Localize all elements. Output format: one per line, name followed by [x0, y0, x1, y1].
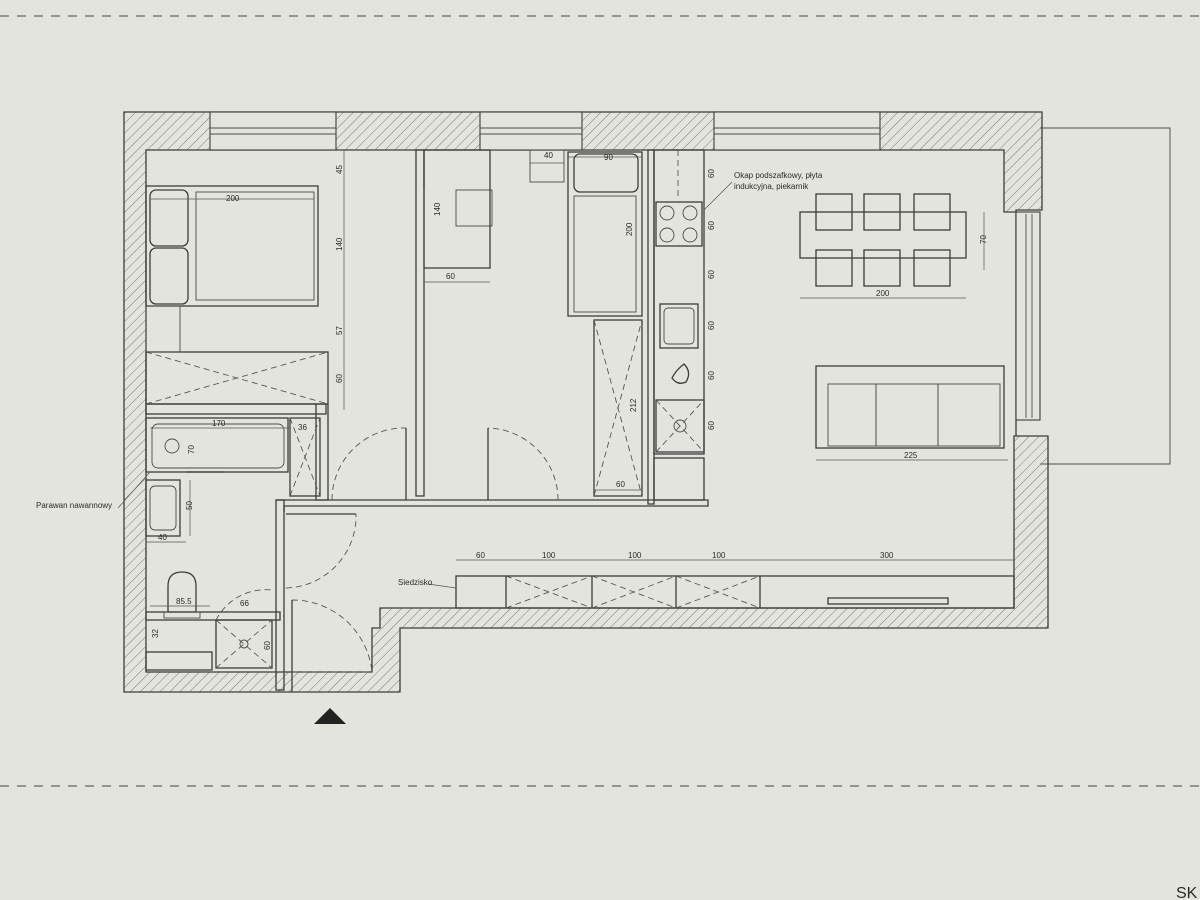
toilet [167, 571, 197, 613]
dim-wc-distance: 85.5 [176, 597, 192, 606]
dim-bench-2: 100 [542, 551, 556, 560]
bench-cabinets [455, 575, 1015, 609]
dim-kid-bed-length: 200 [625, 222, 634, 236]
dim-table-width: 200 [876, 289, 890, 298]
shower-tray [215, 619, 273, 669]
dim-wardrobe: 60 [335, 374, 344, 383]
dim-bath-end: 36 [298, 423, 307, 432]
balcony-outline [1040, 127, 1171, 465]
induction-hob [655, 201, 703, 247]
dishwasher [655, 399, 705, 453]
entry-arrow [314, 708, 346, 724]
dim-kitchen-1: 60 [707, 169, 716, 178]
bench-label: Siedzisko [398, 578, 433, 587]
dim-desk-depth: 60 [446, 272, 455, 281]
dim-bench-5: 300 [880, 551, 894, 560]
hood-note-line1: Okap podszafkowy, płyta [734, 171, 823, 180]
exterior-walls [123, 111, 1049, 693]
kids-room: 40 140 60 90 200 60 212 [423, 149, 643, 497]
dim-bench-3: 100 [628, 551, 642, 560]
window-living [713, 111, 881, 151]
bathroom: 170 70 36 50 40 85.5 32 66 60 [145, 417, 321, 671]
door-bedroom-swing [331, 427, 407, 501]
doors [285, 427, 559, 724]
window-kids-room [479, 111, 583, 151]
dim-sofa-length: 225 [904, 451, 918, 460]
double-bed [145, 185, 319, 307]
dim-bed-wardrobe: 57 [335, 326, 344, 335]
pillow-left [149, 189, 189, 247]
dim-sink-width: 40 [158, 533, 167, 542]
tap-icon [671, 363, 690, 384]
dim-shower-depth: 60 [263, 641, 272, 650]
dim-bed-width: 200 [226, 194, 240, 203]
dim-table-depth: 70 [979, 235, 988, 244]
dining-table [799, 211, 967, 259]
dim-kid-bed-width: 90 [604, 153, 613, 162]
dim-wc-wall: 32 [151, 629, 160, 638]
dim-bed-top: 45 [335, 165, 344, 174]
kitchen-sink [659, 303, 699, 349]
shower-screen-label: Parawan nawannowy [36, 501, 112, 510]
dim-desk-side: 140 [433, 202, 442, 216]
bedroom: 200 45 140 57 60 [145, 150, 345, 410]
pillow-right [149, 247, 189, 305]
dining-chairs [815, 193, 951, 287]
shelf [529, 149, 565, 183]
bath-end-shelf [289, 417, 321, 497]
dim-kitchen-2: 60 [707, 221, 716, 230]
wardrobe-kids [593, 319, 643, 497]
wardrobe-bedroom [145, 351, 329, 405]
kid-pillow [573, 153, 639, 193]
hood-note-line2: indukcyjna, piekarnik [734, 182, 809, 191]
door-kids-swing [487, 427, 559, 501]
balcony-door [1015, 211, 1041, 421]
washbasin [145, 479, 181, 537]
window-bedroom [209, 111, 337, 151]
dim-bench-1: 60 [476, 551, 485, 560]
dim-bath-length: 170 [212, 419, 226, 428]
kitchen-counter [653, 149, 705, 455]
dim-sink-depth: 50 [185, 501, 194, 510]
dim-bath-width: 70 [187, 445, 196, 454]
dim-kitchen-3: 60 [707, 270, 716, 279]
dim-kitchen-5: 60 [707, 371, 716, 380]
dim-kitchen-4: 60 [707, 321, 716, 330]
desk-chair [455, 189, 493, 227]
dim-bench-4: 100 [712, 551, 726, 560]
door-entry-swing [291, 599, 373, 673]
fridge [653, 457, 705, 501]
sheet-code: SK [1176, 885, 1198, 900]
dim-kid-wardrobe-length: 212 [629, 398, 638, 412]
bath-drain [164, 438, 180, 454]
radiator [827, 597, 949, 605]
bathroom-cabinet [145, 651, 213, 671]
single-bed [567, 151, 643, 317]
dim-shower-width: 66 [240, 599, 249, 608]
dim-kitchen-6: 60 [707, 421, 716, 430]
living-room: 200 70 225 60 100 100 100 300 Siedzisko [398, 193, 1015, 609]
sofa [815, 365, 1005, 449]
door-bathroom-swing [285, 513, 357, 589]
interior-walls [145, 149, 709, 691]
kitchen: 60 60 60 60 60 60 Okap podszafkowy, płyt… [653, 149, 823, 501]
dim-desk-top: 40 [544, 151, 553, 160]
dim-bed-length: 140 [335, 237, 344, 251]
dim-kid-wardrobe-depth: 60 [616, 480, 625, 489]
